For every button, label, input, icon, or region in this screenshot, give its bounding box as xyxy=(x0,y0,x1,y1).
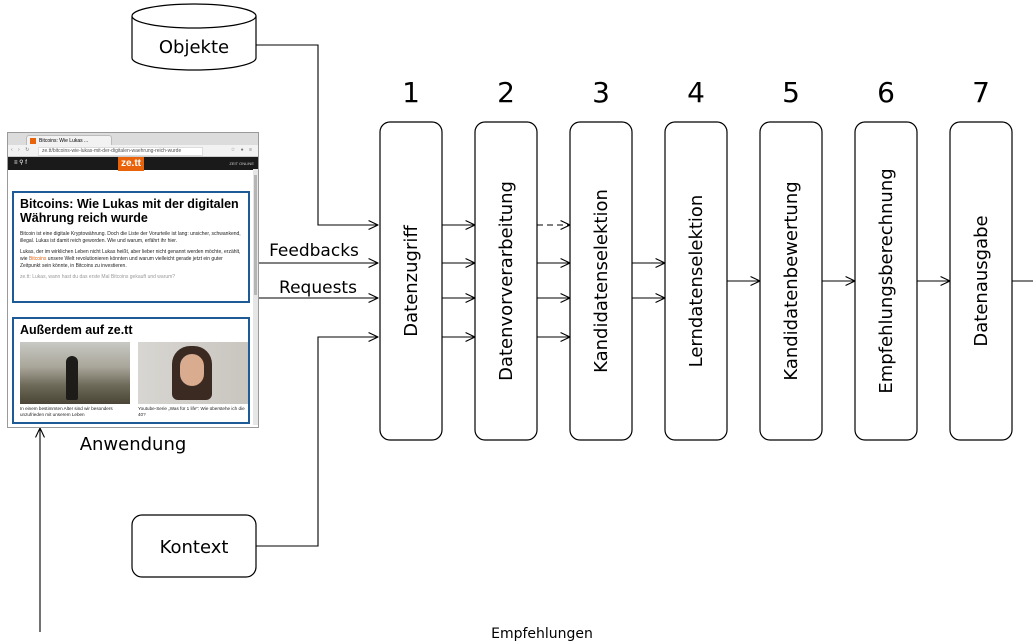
more-title: Außerdem auf ze.tt xyxy=(20,323,133,337)
step-label: Kandidatenselektion xyxy=(591,189,612,373)
teaser-caption[interactable]: In einem bestimmten Alter sind wir beson… xyxy=(20,406,113,417)
objects-to-step1-arrow xyxy=(256,44,378,225)
teaser-image[interactable] xyxy=(138,342,248,404)
browser-tab-bar: Bitcoins: Wie Lukas ... xyxy=(8,133,258,145)
teaser-image[interactable] xyxy=(20,342,130,404)
application-browser-screenshot: Bitcoins: Wie Lukas ... ‹ › ↻ ze.tt/bitc… xyxy=(7,132,259,428)
pipeline-step-3: 3 Kandidatenselektion xyxy=(569,76,633,441)
article-paragraph: ze.tt: Lukas, wann hast du das erste Mal… xyxy=(20,274,176,280)
context-label: Kontext xyxy=(160,537,229,558)
application-label: Anwendung xyxy=(80,434,187,455)
step-label: Kandidatenbewertung xyxy=(781,181,802,380)
more-card: Außerdem auf ze.tt In einem bestimmten A… xyxy=(12,317,250,424)
pipeline-step-1: 1 Datenzugriff xyxy=(379,76,443,441)
pipeline-step-5: 5 Kandidatenbewertung xyxy=(759,76,823,441)
pipeline-step-4: 4 Lerndatenselektion xyxy=(664,76,728,441)
context-to-step1-arrow xyxy=(256,337,378,547)
favicon-icon xyxy=(30,138,36,144)
bitcoins-link[interactable]: Bitcoins xyxy=(28,256,47,262)
step-number: 4 xyxy=(687,76,705,109)
site-header-right: ZEIT ONLINE xyxy=(229,161,254,166)
url-field[interactable]: ze.tt/bitcoins-wie-lukas-mit-der-digital… xyxy=(38,147,203,156)
step-label: Datenausgabe xyxy=(971,215,992,346)
article-paragraph: Lukas, der im wirklichen Leben nicht Luk… xyxy=(20,249,241,269)
source-connectors xyxy=(40,44,378,632)
step-label: Datenzugriff xyxy=(401,225,422,337)
teaser-caption[interactable]: Youtube-Serie „Was für 1 life“: Wie über… xyxy=(138,406,245,417)
pipeline-step-6: 6 Empfehlungsberechnung xyxy=(854,76,918,441)
step-number: 7 xyxy=(972,76,990,109)
pipeline-step-2: 2 Datenvorverarbeitung xyxy=(474,76,538,441)
step-number: 1 xyxy=(402,76,420,109)
step-number: 3 xyxy=(592,76,610,109)
browser-extensions-icon[interactable]: ☆ ● ≡ xyxy=(230,147,254,153)
pipeline-step-7: 7 Datenausgabe xyxy=(949,76,1013,441)
step-number: 6 xyxy=(877,76,895,109)
objects-label: Objekte xyxy=(159,37,229,58)
site-header: ≡ ⚲ f ze.tt ZEIT ONLINE xyxy=(8,157,258,171)
article-card[interactable]: Bitcoins: Wie Lukas mit der digitalen Wä… xyxy=(12,191,250,303)
objects-database xyxy=(131,3,257,71)
browser-tab[interactable]: Bitcoins: Wie Lukas ... xyxy=(26,135,112,145)
site-logo[interactable]: ze.tt xyxy=(118,157,144,171)
article-paragraph: Bitcoin ist eine digitale Kryptowährung.… xyxy=(20,231,241,244)
tab-title: Bitcoins: Wie Lukas ... xyxy=(39,138,89,144)
menu-search-icon[interactable]: ≡ ⚲ f xyxy=(14,160,27,166)
step-label: Lerndatenselektion xyxy=(686,195,707,368)
step-number: 5 xyxy=(782,76,800,109)
step-label: Datenvorverarbeitung xyxy=(496,181,517,381)
scrollbar[interactable] xyxy=(253,169,258,425)
article-title[interactable]: Bitcoins: Wie Lukas mit der digitalen Wä… xyxy=(20,197,239,225)
step-connectors xyxy=(442,225,1033,337)
browser-address-bar: ‹ › ↻ ze.tt/bitcoins-wie-lukas-mit-der-d… xyxy=(8,145,258,157)
feedbacks-label: Feedbacks xyxy=(269,241,359,261)
step-label: Empfehlungsberechnung xyxy=(876,168,897,393)
requests-label: Requests xyxy=(279,278,357,298)
navigation-arrows-icon[interactable]: ‹ › ↻ xyxy=(11,147,32,153)
recommendations-label: Empfehlungen xyxy=(491,626,593,642)
step-number: 2 xyxy=(497,76,515,109)
